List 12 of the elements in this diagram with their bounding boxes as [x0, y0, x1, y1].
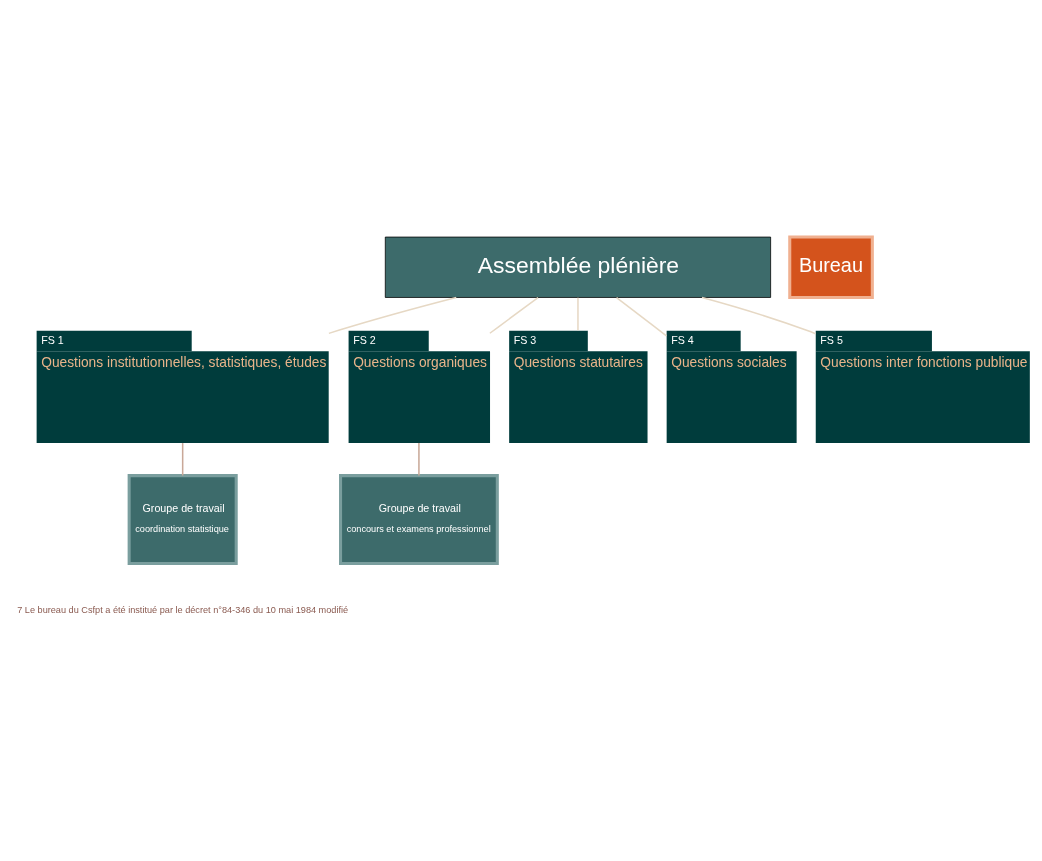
connector — [418, 442, 420, 477]
connector — [701, 296, 817, 335]
connector — [328, 296, 457, 335]
connector — [181, 442, 184, 477]
connector — [615, 296, 668, 337]
node-box: Groupe de travail concours et examens professionnel — [339, 474, 499, 566]
node-box: Groupe de travail coordination statistique — [127, 474, 238, 566]
node-box: Assemblée plénière — [384, 236, 771, 298]
connector — [577, 296, 579, 331]
label: 7 Le bureau du Csfpt a été institué par le décret n°84-346 du 10 mai 1984 modifié — [17, 604, 349, 615]
node-box: Bureau — [788, 235, 874, 299]
connector — [489, 296, 539, 335]
